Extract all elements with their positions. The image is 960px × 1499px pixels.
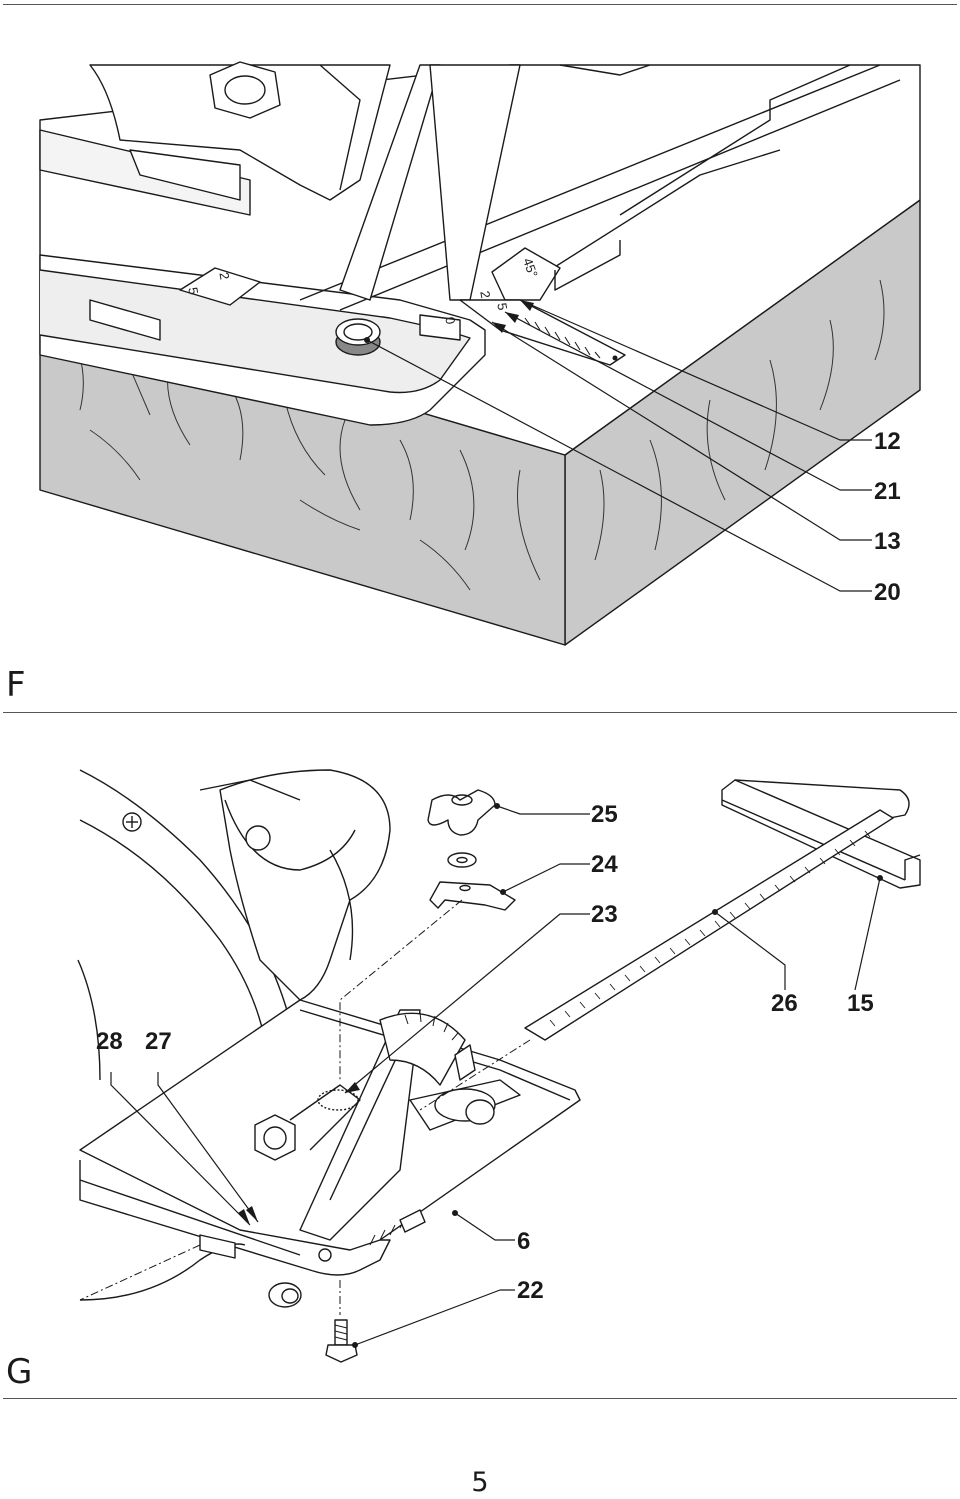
callout-15: 15: [847, 990, 874, 1017]
wing-nut: [427, 789, 496, 836]
callout-25: 25: [591, 801, 618, 828]
left-scale-2: 2: [216, 271, 232, 281]
figure-g-drawing: [77, 769, 921, 1363]
parallel-fence: [721, 779, 921, 889]
figure-divider: [3, 712, 957, 713]
callout-21: 21: [874, 478, 901, 505]
base-roller: [268, 1282, 302, 1308]
figure-f-drawing: 45° 5 2 0 2 5: [39, 61, 921, 646]
figure-label-g: G: [6, 1352, 33, 1392]
bevel-bracket: [299, 1009, 421, 1241]
left-scale-5: 5: [185, 286, 201, 296]
housing-bolt: [209, 61, 281, 119]
bevel-protractor: [379, 1012, 466, 1086]
callout-28: 28: [96, 1028, 123, 1055]
callout-12: 12: [874, 428, 901, 455]
clamp-plate: [429, 881, 516, 911]
washer: [447, 852, 477, 868]
figure-label-f: F: [6, 665, 26, 705]
guide-scale-0: 0: [442, 316, 458, 326]
callout-leaders: [366, 299, 872, 592]
bottom-rule: [3, 1398, 957, 1399]
motor-housing: [89, 64, 391, 201]
base-plate: [79, 999, 581, 1251]
bevel-scale-label: 45°: [520, 256, 541, 280]
top-rule: [3, 4, 957, 5]
callout-23: 23: [591, 901, 618, 928]
bevel-scale-45: [491, 247, 561, 301]
callout-20: 20: [874, 579, 901, 606]
graduated-rule: [524, 809, 894, 1041]
callout-leaders: [110, 805, 881, 1346]
callout-22: 22: [517, 1277, 544, 1304]
pivot-bolt: [254, 1114, 296, 1161]
callout-13: 13: [874, 528, 901, 555]
callout-26: 26: [771, 990, 798, 1017]
callout-27: 27: [145, 1028, 172, 1055]
callout-24: 24: [591, 851, 618, 878]
left-scale-plate: [179, 267, 261, 306]
callout-6: 6: [517, 1228, 531, 1255]
guide-scale-5: 5: [494, 302, 510, 312]
page-number: 5: [471, 1467, 489, 1498]
guide-scale-2: 2: [477, 290, 493, 300]
